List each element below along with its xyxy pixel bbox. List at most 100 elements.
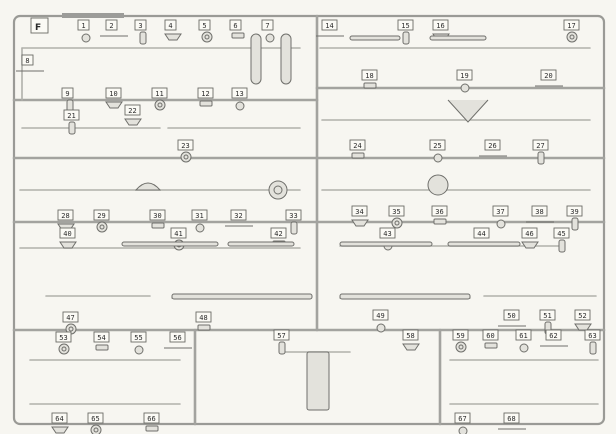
- part-tag-60: 60: [482, 329, 499, 341]
- part-48: [197, 324, 211, 331]
- part-number: 38: [535, 208, 543, 216]
- sprue-title-strip: [62, 13, 124, 18]
- part-tag-8: 8: [21, 54, 34, 66]
- part-number: 55: [134, 334, 142, 342]
- part-number: 19: [460, 72, 468, 80]
- part-number: 63: [588, 332, 596, 340]
- part-45: [558, 239, 566, 253]
- part-number: 14: [325, 22, 333, 30]
- part-35: [391, 217, 403, 229]
- part-number: 56: [173, 334, 181, 342]
- part-number: 13: [235, 90, 243, 98]
- frame-letter: F: [35, 23, 41, 33]
- part-tag-10: 10: [105, 87, 122, 99]
- part-number: 32: [234, 212, 242, 220]
- part-34: [351, 219, 369, 227]
- part-tag-5: 5: [198, 19, 211, 31]
- part-46: [521, 241, 539, 249]
- part-number: 50: [507, 312, 515, 320]
- part-number: 17: [567, 22, 575, 30]
- part-tag-19: 19: [456, 69, 473, 81]
- part-number: 31: [195, 212, 203, 220]
- part-tag-33: 33: [285, 209, 302, 221]
- part-tag-22: 22: [124, 104, 141, 116]
- part-number: 43: [383, 230, 391, 238]
- part-59: [455, 341, 467, 353]
- part-number: 36: [435, 208, 443, 216]
- part-tag-27: 27: [532, 139, 549, 151]
- part-6: [231, 32, 245, 39]
- part-number: 37: [496, 208, 504, 216]
- part-61: [519, 343, 529, 353]
- part-number: 18: [365, 72, 373, 80]
- part-number: 54: [97, 334, 105, 342]
- part-tag-28: 28: [57, 209, 74, 221]
- part-10: [105, 101, 123, 109]
- part-tag-2: 2: [105, 19, 118, 31]
- part-number: 60: [486, 332, 494, 340]
- part-tag-42: 42: [270, 227, 287, 239]
- part-tag-37: 37: [492, 205, 509, 217]
- part-number: 1: [81, 22, 85, 30]
- part-18: [363, 82, 377, 89]
- part-tag-36: 36: [431, 205, 448, 217]
- part-tag-45: 45: [553, 227, 570, 239]
- part-tag-50: 50: [503, 309, 520, 321]
- part-tag-54: 54: [93, 331, 110, 343]
- part-number: 61: [519, 332, 527, 340]
- part-7-tube: [280, 33, 292, 85]
- part-tag-26: 26: [484, 139, 501, 151]
- part-tag-57: 57: [273, 329, 290, 341]
- part-tag-15: 15: [397, 19, 414, 31]
- part-number: 59: [456, 332, 464, 340]
- part-tag-52: 52: [574, 309, 591, 321]
- part-tag-63: 63: [584, 329, 601, 341]
- part-number: 34: [355, 208, 363, 216]
- part-number: 12: [201, 90, 209, 98]
- frame-letter-box: [30, 17, 49, 34]
- part-40: [59, 241, 77, 249]
- part-tag-65: 65: [87, 412, 104, 424]
- part-tag-23: 23: [177, 139, 194, 151]
- part-tag-55: 55: [130, 331, 147, 343]
- part-3: [139, 31, 147, 45]
- part-tag-59: 59: [452, 329, 469, 341]
- part-tag-61: 61: [515, 329, 532, 341]
- part-tag-64: 64: [51, 412, 68, 424]
- part-55: [134, 345, 144, 355]
- part-number: 23: [181, 142, 189, 150]
- part-27: [537, 151, 545, 165]
- part-44-blade: [447, 241, 521, 247]
- part-number: 48: [199, 314, 207, 322]
- part-tag-41: 41: [170, 227, 187, 239]
- part-36-gear: [427, 174, 449, 196]
- part-65: [90, 424, 102, 434]
- part-tag-6: 6: [229, 19, 242, 31]
- part-11: [154, 99, 166, 111]
- parts-layer: [16, 31, 597, 434]
- part-number: 46: [525, 230, 533, 238]
- part-tag-53: 53: [55, 331, 72, 343]
- part-number: 45: [557, 230, 565, 238]
- part-25: [433, 153, 443, 163]
- part-number: 33: [289, 212, 297, 220]
- part-tag-66: 66: [143, 412, 160, 424]
- part-tag-56: 56: [169, 331, 186, 343]
- part-57-grid: [306, 351, 330, 411]
- part-36: [433, 218, 447, 225]
- part-30: [151, 222, 165, 229]
- part-number: 62: [549, 332, 557, 340]
- part-tag-39: 39: [566, 205, 583, 217]
- part-tag-7: 7: [261, 19, 274, 31]
- part-67: [458, 426, 468, 434]
- part-23: [180, 151, 192, 163]
- part-tag-12: 12: [197, 87, 214, 99]
- part-tag-13: 13: [231, 87, 248, 99]
- part-tag-46: 46: [521, 227, 538, 239]
- part-21: [68, 121, 76, 135]
- part-31: [195, 223, 205, 233]
- part-43-blade: [339, 241, 433, 247]
- part-number: 3: [138, 22, 142, 30]
